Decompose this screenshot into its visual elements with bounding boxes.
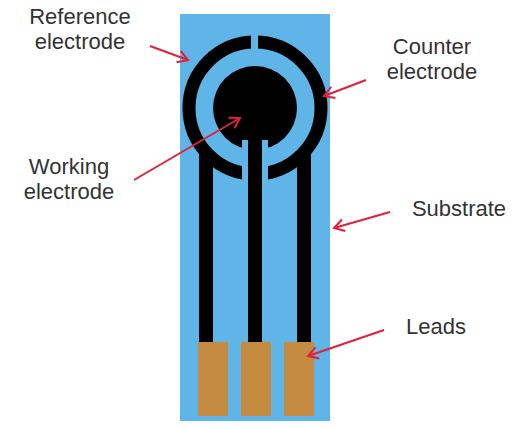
leader-arrow <box>150 46 188 60</box>
contact-pad <box>241 342 271 416</box>
contact-pad <box>284 342 314 416</box>
leader-arrow <box>324 80 366 96</box>
part-label: Substrate <box>394 196 524 221</box>
lead-track <box>297 150 311 350</box>
part-label: Working electrode <box>4 154 134 204</box>
working-disc <box>213 66 297 150</box>
lead-track <box>199 150 213 350</box>
contact-pad <box>198 342 228 416</box>
part-label: Counter electrode <box>362 34 502 84</box>
leader-arrow <box>334 212 390 228</box>
part-label: Leads <box>386 314 486 339</box>
part-label: Reference electrode <box>10 4 150 54</box>
leader-arrow <box>308 330 384 356</box>
substrate-sheet <box>180 14 330 421</box>
lead-track <box>248 140 262 350</box>
leader-arrow <box>134 118 240 180</box>
ring-gap <box>251 30 258 50</box>
